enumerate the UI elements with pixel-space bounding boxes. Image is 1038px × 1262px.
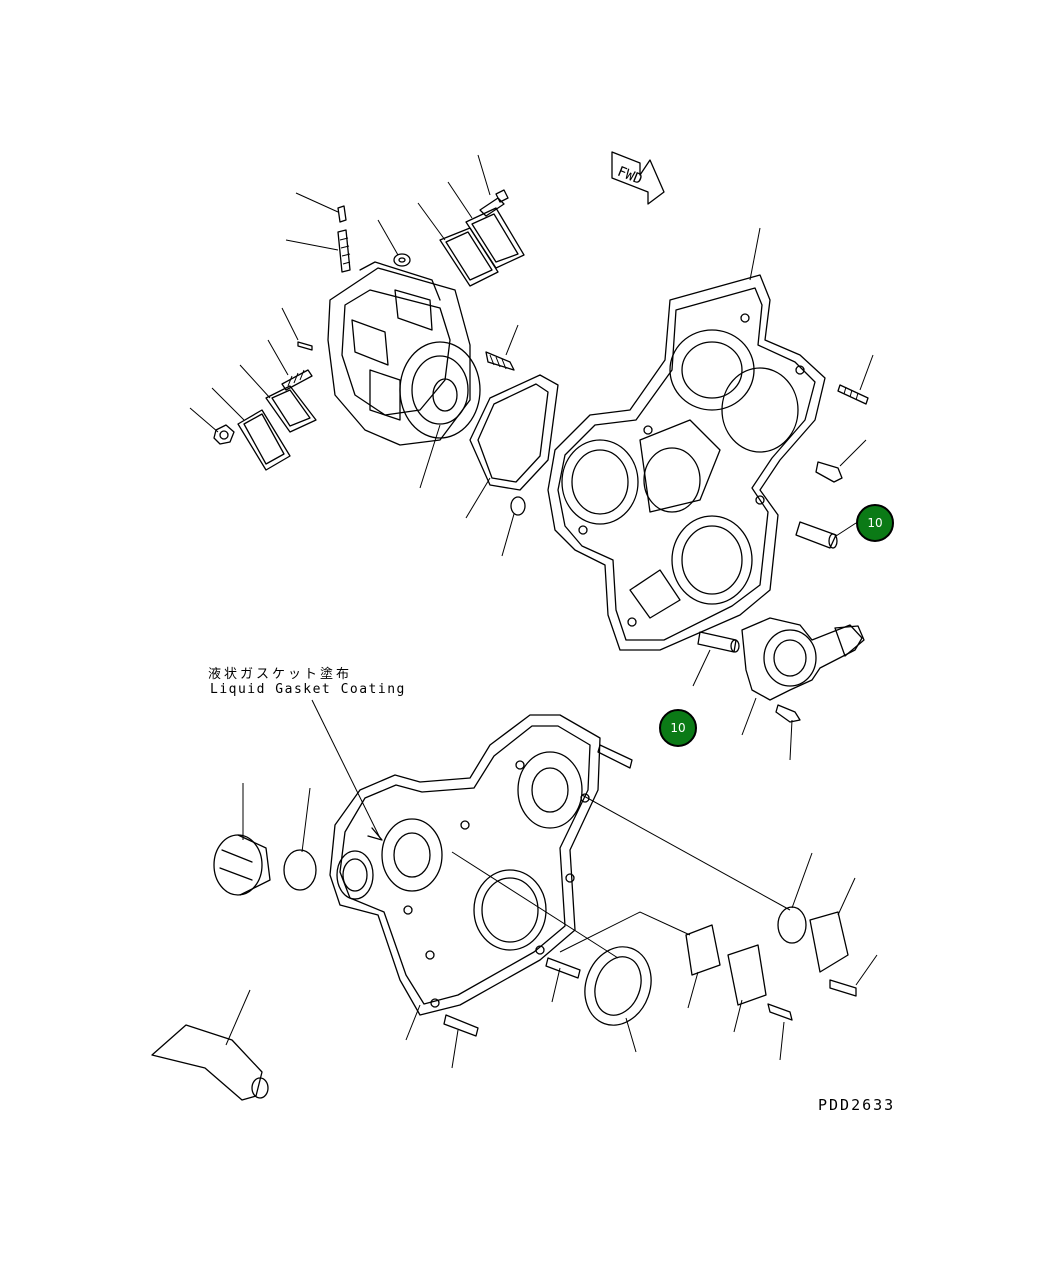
cover-plates-part bbox=[685, 906, 849, 1006]
leader-lines bbox=[189, 154, 878, 1069]
callout-badge-dowel-pin[interactable]: 10 bbox=[856, 504, 894, 542]
timing-housing-part bbox=[213, 189, 559, 516]
oil-pump-part bbox=[741, 617, 865, 723]
drawing-code: PDD2633 bbox=[818, 1096, 896, 1114]
liquid-gasket-note-english: Liquid Gasket Coating bbox=[210, 682, 406, 697]
callout-badge-dowel-pin-lower[interactable]: 10 bbox=[659, 709, 697, 747]
front-cover-part bbox=[329, 714, 857, 1037]
oil-seal-part bbox=[584, 946, 652, 1026]
gasket-tube-part bbox=[151, 1024, 269, 1101]
liquid-gasket-note-japanese: 液状ガスケット塗布 bbox=[208, 667, 353, 682]
timing-case-part bbox=[547, 274, 869, 653]
forward-arrow-icon bbox=[611, 151, 665, 205]
plug-part bbox=[213, 834, 317, 896]
